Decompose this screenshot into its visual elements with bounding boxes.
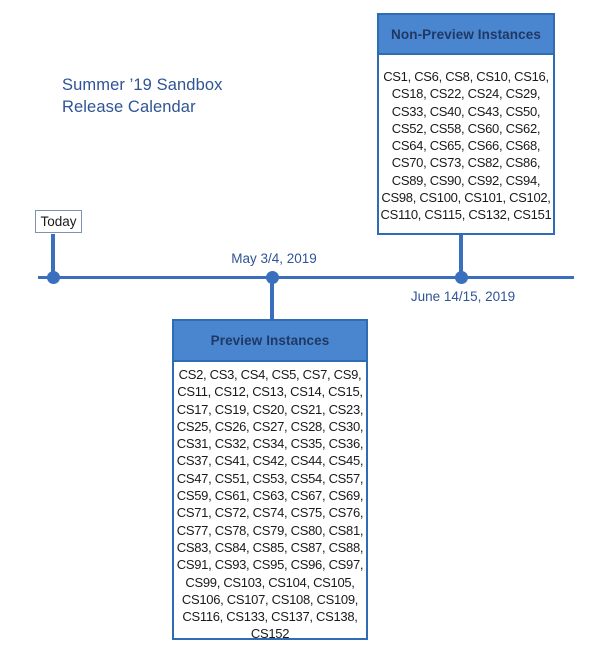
preview-instances-box: Preview Instances CS2, CS3, CS4, CS5, CS…: [172, 319, 368, 643]
instance-list-line: CS2, CS3, CS4, CS5, CS7, CS9,: [178, 367, 362, 382]
instance-list-line: CS71, CS72, CS74, CS75, CS76,: [176, 505, 364, 521]
instance-list-line: CS77, CS78, CS79, CS80, CS81,: [176, 522, 364, 538]
today-label: Today: [40, 214, 77, 229]
instance-list-line: CS25, CS26, CS27, CS28, CS30,: [176, 418, 364, 434]
today-connector-line: [51, 234, 55, 278]
page-title-line1: Summer ’19 Sandbox: [62, 76, 223, 94]
june-event-label: June 14/15, 2019: [410, 289, 516, 304]
instance-list-line: CS1, CS6, CS8, CS10, CS16,: [383, 69, 549, 84]
page-title: Summer ’19 Sandbox Release Calendar: [62, 74, 222, 118]
today-marker-box: Today: [35, 210, 82, 233]
instance-list-line: CS70, CS73, CS82, CS86,: [391, 155, 541, 171]
preview-instances-list: CS2, CS3, CS4, CS5, CS7, CS9, CS11, CS12,…: [174, 362, 366, 643]
today-point-dot: [47, 271, 60, 284]
instance-list-line: CS152: [250, 626, 290, 642]
may-connector-line: [270, 278, 274, 320]
timeline-axis: [38, 276, 574, 279]
june-connector-line: [459, 235, 463, 278]
instance-list-line: CS11, CS12, CS13, CS14, CS15,: [177, 384, 363, 400]
instance-list-line: CS59, CS61, CS63, CS67, CS69,: [176, 488, 364, 504]
may-event-point-dot: [266, 271, 279, 284]
instance-list-line: CS116, CS133, CS137, CS138,: [182, 609, 358, 625]
non-preview-instances-box: Non-Preview Instances CS1, CS6, CS8, CS1…: [377, 13, 555, 235]
instance-list-line: CS91, CS93, CS95, CS96, CS97,: [176, 557, 364, 573]
instance-list-line: CS99, CS103, CS104, CS105,: [185, 574, 355, 590]
instance-list-line: CS52, CS58, CS60, CS62,: [391, 120, 541, 136]
instance-list-line: CS47, CS51, CS53, CS54, CS57,: [176, 470, 364, 486]
preview-instances-header: Preview Instances: [174, 321, 366, 362]
instance-list-line: CS31, CS32, CS34, CS35, CS36,: [176, 436, 364, 452]
page-title-line2: Release Calendar: [62, 98, 196, 116]
instance-list-line: CS33, CS40, CS43, CS50,: [391, 103, 541, 119]
june-event-point-dot: [455, 271, 468, 284]
instance-list-line: CS98, CS100, CS101, CS102,: [381, 190, 551, 206]
instance-list-line: CS64, CS65, CS66, CS68,: [391, 138, 541, 154]
non-preview-instances-header: Non-Preview Instances: [379, 15, 553, 55]
instance-list-line: CS110, CS115, CS132, CS151: [380, 207, 552, 223]
may-event-label: May 3/4, 2019: [231, 251, 317, 266]
non-preview-instances-list: CS1, CS6, CS8, CS10, CS16, CS18, CS22, CS…: [379, 55, 553, 224]
instance-list-line: CS83, CS84, CS85, CS87, CS88,: [176, 539, 364, 555]
instance-list-line: CS89, CS90, CS92, CS94,: [391, 172, 541, 188]
instance-list-line: CS18, CS22, CS24, CS29,: [391, 86, 541, 102]
instance-list-line: CS17, CS19, CS20, CS21, CS23,: [176, 401, 364, 417]
instance-list-line: CS106, CS107, CS108, CS109,: [181, 591, 359, 607]
instance-list-line: CS37, CS41, CS42, CS44, CS45,: [176, 453, 364, 469]
